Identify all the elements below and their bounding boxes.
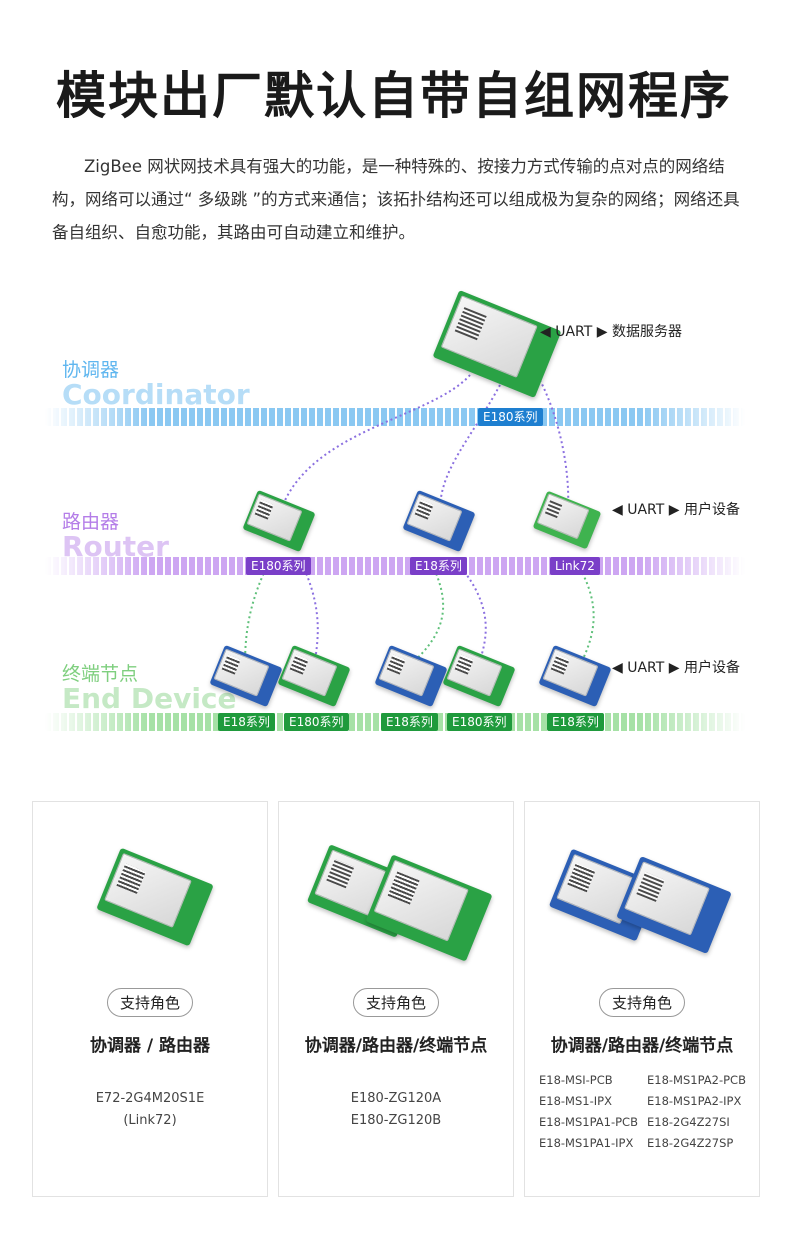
link-coord-router3 [539,379,570,511]
coordinator-label-cn: 协调器 [62,359,120,381]
model-item: E18-MS1PA1-IPX [539,1136,634,1150]
end-device-uart-label: ◀ UART ▶ 用户设备 [612,660,740,676]
coordinator-uart-label: ◀ UART ▶ 数据服务器 [540,324,682,340]
end-device-label-cn: 终端节点 [62,663,139,685]
link-r3-e5 [574,559,595,666]
router-tag-1: E180系列 [246,557,311,575]
role-badge: 支持角色 [106,988,194,1017]
model-item: E72-2G4M20S1E [95,1091,205,1106]
product-card-2: 支持角色 协调器/路由器/终端节点 E180-ZG120A E180-ZG120… [278,801,514,1197]
link-r1-e2 [299,559,319,661]
router-uart-label: ◀ UART ▶ 用户设备 [612,502,740,518]
role-badge: 支持角色 [598,988,686,1017]
end-tag-3: E18系列 [381,713,438,731]
model-item: E18-2G4Z27SI [647,1115,730,1129]
end-device-label-en: End Device [62,682,237,715]
product-image-3 [525,802,759,982]
router-tag-2: E18系列 [410,557,467,575]
product-card-1: 支持角色 协调器 / 路由器 E72-2G4M20S1E (Link72) [32,801,268,1197]
model-item: E18-MS1PA2-PCB [647,1073,746,1087]
model-item: E180-ZG120A [350,1091,442,1106]
model-item: E18-2G4Z27SP [647,1136,734,1150]
model-item: E18-MS1PA1-PCB [539,1115,638,1129]
model-item: (Link72) [123,1113,177,1128]
coordinator-label-en: Coordinator [62,378,250,411]
product-image-1 [33,802,267,982]
router-label-cn: 路由器 [62,511,120,533]
model-item: E18-MS1PA2-IPX [647,1094,742,1108]
link-coord-router1 [277,374,471,521]
link-coord-router2 [439,384,501,511]
link-r1-e1 [244,559,271,666]
page-title: 模块出厂默认自带自组网程序 [56,67,732,125]
model-list: E18-MSI-PCB E18-MS1PA2-PCB E18-MS1-IPX E… [539,1070,749,1154]
end-tag-4: E180系列 [447,713,512,731]
link-r2-e3 [409,559,445,666]
end-tag-5: E18系列 [547,713,604,731]
end-tag-1: E18系列 [218,713,275,731]
model-item: E18-MSI-PCB [539,1073,613,1087]
coordinator-tag: E180系列 [478,408,543,426]
end-tag-2: E180系列 [284,713,349,731]
model-list: E180-ZG120A E180-ZG120B [279,1088,513,1132]
model-item: E18-MS1-IPX [539,1094,612,1108]
role-text: 协调器/路由器/终端节点 [304,1036,488,1056]
intro-paragraph: ZigBee 网状网技术具有强大的功能，是一种特殊的、按接力方式传输的点对点的网… [52,157,740,242]
model-list: E72-2G4M20S1E (Link72) [33,1088,267,1132]
role-badge: 支持角色 [352,988,440,1017]
router-tag-3: Link72 [550,557,600,575]
router-label-en: Router [62,530,169,563]
product-image-2 [279,802,513,982]
product-card-3: 支持角色 协调器/路由器/终端节点 E18-MSI-PCB E18-MS1PA2… [524,801,760,1197]
role-text: 协调器 / 路由器 [89,1036,211,1056]
model-item: E180-ZG120B [350,1113,442,1128]
role-text: 协调器/路由器/终端节点 [550,1036,734,1056]
